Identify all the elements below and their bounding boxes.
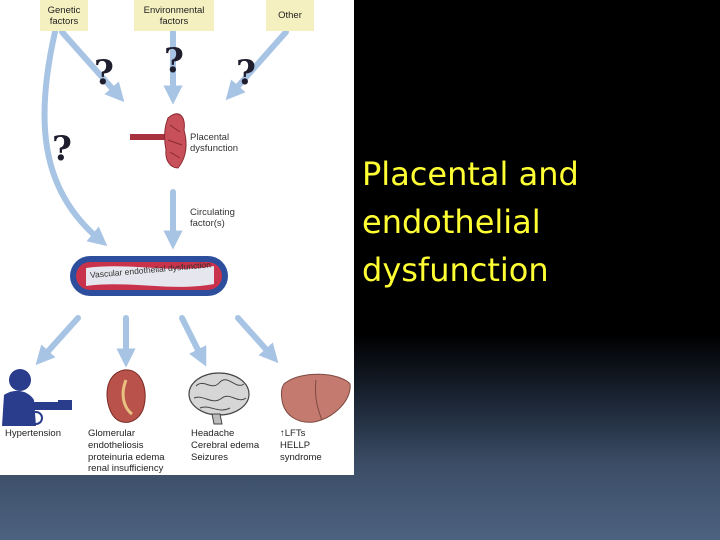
arrow-genetic-to-placenta: [59, 29, 125, 103]
arrow-other-to-placenta: [225, 29, 289, 101]
genetic-factors-box: Genetic factors: [40, 0, 88, 31]
preeclampsia-figure: Genetic factors Environmental factors Ot…: [0, 0, 354, 475]
liver-icon: [280, 373, 351, 423]
genetic-factors-label: Genetic factors: [47, 4, 81, 27]
placenta-illustration: [130, 113, 187, 169]
arrow-to-hypertension: [35, 315, 81, 366]
organ-arrows: [35, 315, 279, 368]
arrow-to-liver: [235, 315, 279, 364]
arrow-to-brain: [179, 315, 207, 367]
slide-title: Placental and endothelial dysfunction: [362, 155, 579, 289]
kidney-effects-label: Glomerular endotheliosis proteinuria ede…: [88, 428, 165, 475]
kidney-icon: [106, 369, 146, 423]
question-mark-other: ?: [236, 53, 256, 93]
arrow-genetic-to-vessel: [41, 29, 108, 247]
factor-arrows: [41, 29, 289, 250]
question-mark-genetic: ?: [94, 53, 114, 93]
diagram-graphics: [2, 29, 351, 426]
question-mark-direct: ?: [52, 129, 72, 169]
question-mark-environmental: ?: [164, 41, 184, 81]
vessel-illustration: [70, 256, 228, 296]
circulating-factors-label: Circulating factor(s): [190, 207, 235, 229]
brain-effects-label: Headache Cerebral edema Seizures: [191, 428, 260, 463]
person-with-cuff-icon: [2, 369, 72, 426]
hypertension-label: Hypertension: [5, 428, 61, 439]
other-factors-label: Other: [278, 10, 302, 21]
brain-icon: [188, 372, 250, 425]
environmental-factors-label: Environmental factors: [143, 4, 205, 27]
liver-effects-label: ↑LFTs HELLP syndrome: [280, 428, 322, 463]
other-factors-box: Other: [266, 0, 314, 31]
placental-dysfunction-label: Placental dysfunction: [190, 132, 239, 154]
environmental-factors-box: Environmental factors: [134, 0, 214, 31]
